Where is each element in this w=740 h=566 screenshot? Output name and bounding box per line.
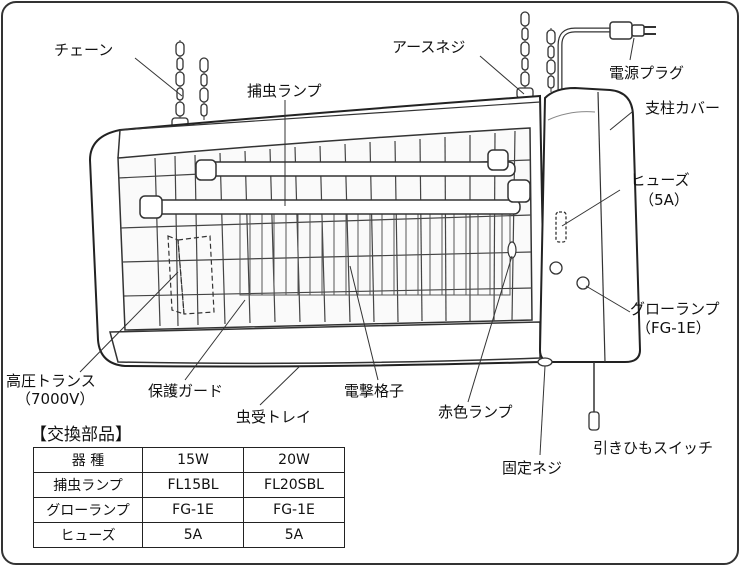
capture-lamp — [139, 149, 531, 219]
label-pillar-cover: 支柱カバー — [645, 99, 721, 117]
chain-left — [171, 40, 209, 129]
table-row: ヒューズ 5A 5A — [33, 522, 345, 548]
label-power-plug: 電源プラグ — [609, 64, 685, 82]
table-cell: グローランプ — [33, 497, 143, 523]
parts-table: 器 種 15W 20W 捕虫ランプ FL15BL FL20SBL グローランプ … — [33, 447, 345, 548]
label-protective-guard: 保護ガード — [148, 382, 224, 400]
table-row: 捕虫ランプ FL15BL FL20SBL — [33, 472, 345, 498]
parts-title: 【交換部品】 — [30, 425, 132, 445]
label-fixing-screw: 固定ネジ — [502, 459, 563, 477]
label-glow-lamp: グローランプ — [630, 300, 720, 318]
label-glow-lamp-model: （FG-1E） — [636, 319, 711, 337]
guard-window — [117, 127, 533, 331]
fuse-holder — [555, 211, 567, 243]
insect-tray — [109, 321, 541, 365]
label-transformer-voltage: （7000V） — [16, 390, 95, 408]
label-electric-grid: 電撃格子 — [344, 382, 405, 400]
table-header-cell: 器 種 — [33, 447, 143, 473]
fixing-screw-icon — [537, 357, 553, 367]
red-lamp-bulb — [507, 241, 517, 259]
label-fuse: ヒューズ — [630, 171, 690, 189]
label-chain: チェーン — [54, 41, 114, 59]
label-capture-lamp: 捕虫ランプ — [247, 82, 322, 100]
label-fuse-rating: （5A） — [639, 191, 689, 209]
table-header-cell: 20W — [243, 447, 345, 473]
table-cell: ヒューズ — [33, 522, 143, 548]
table-cell: FL20SBL — [243, 472, 345, 498]
leader-lines — [79, 37, 635, 456]
label-earth-screw: アースネジ — [392, 38, 466, 56]
label-insect-tray: 虫受トレイ — [236, 408, 312, 426]
table-cell: FG-1E — [142, 497, 244, 523]
table-header-row: 器 種 15W 20W — [33, 447, 345, 473]
table-cell: FG-1E — [243, 497, 345, 523]
table-row: グローランプ FG-1E FG-1E — [33, 497, 345, 523]
chain-right — [516, 11, 556, 99]
power-plug-icon — [609, 21, 656, 40]
table-cell: FL15BL — [142, 472, 244, 498]
label-transformer: 高圧トランス — [6, 372, 96, 390]
power-cord — [557, 27, 622, 96]
table-cell: 5A — [142, 522, 244, 548]
table-cell: 捕虫ランプ — [33, 472, 143, 498]
pull-switch-knob — [588, 411, 600, 431]
table-cell: 5A — [243, 522, 345, 548]
table-header-cell: 15W — [142, 447, 244, 473]
label-red-lamp: 赤色ランプ — [438, 403, 513, 421]
label-pull-switch: 引きひもスイッチ — [593, 439, 714, 457]
pillar-cover — [538, 86, 642, 363]
